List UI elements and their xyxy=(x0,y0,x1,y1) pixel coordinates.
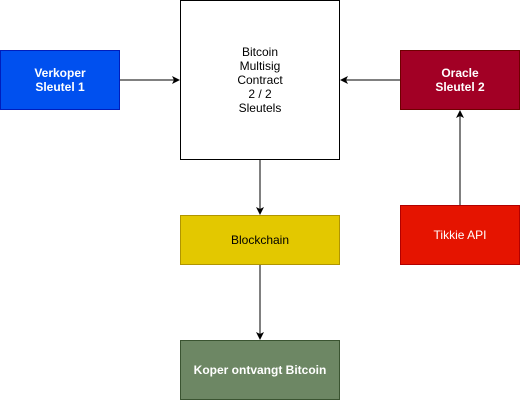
node-contract-label: Bitcoin Multisig Contract 2 / 2 Sleutels xyxy=(237,45,283,115)
node-tikkie-label: Tikkie API xyxy=(433,228,487,242)
node-blockchain[interactable]: Blockchain xyxy=(180,215,340,265)
node-koper-ontvangt-bitcoin[interactable]: Koper ontvangt Bitcoin xyxy=(180,340,340,400)
node-blockchain-label: Blockchain xyxy=(230,233,290,247)
node-tikkie-api[interactable]: Tikkie API xyxy=(400,205,520,265)
node-oracle-sleutel-2[interactable]: Oracle Sleutel 2 xyxy=(400,50,520,110)
node-oracle-label: Oracle Sleutel 2 xyxy=(435,66,485,94)
node-verkoper-sleutel-1[interactable]: Verkoper Sleutel 1 xyxy=(0,50,120,110)
node-verkoper-label: Verkoper Sleutel 1 xyxy=(34,66,86,94)
node-koper-label: Koper ontvangt Bitcoin xyxy=(193,363,327,377)
node-bitcoin-multisig-contract[interactable]: Bitcoin Multisig Contract 2 / 2 Sleutels xyxy=(180,0,340,160)
